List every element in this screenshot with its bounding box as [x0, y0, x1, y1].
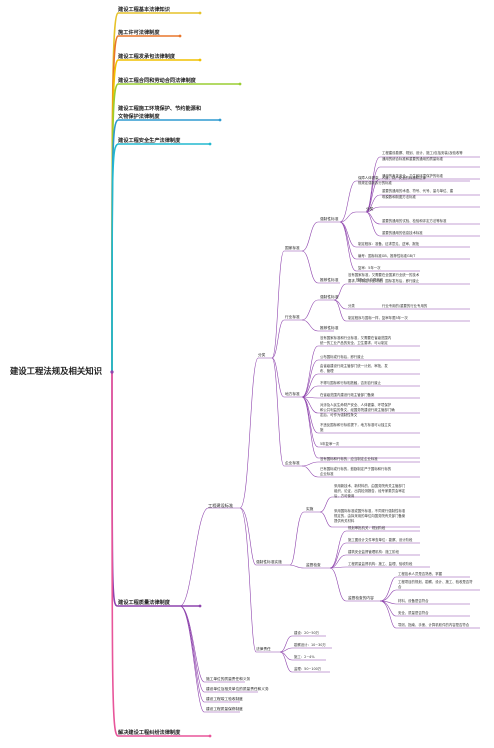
leaf-l12: 5年复审一次 — [320, 442, 340, 446]
leaf-e1: 已有国标或行标的，鼓励制定严于国标和行标的 — [320, 467, 392, 471]
leaf-c1: 工程项目的规划、勘察、设计、施工、验收是否符 — [398, 580, 473, 584]
node-acceptance[interactable]: 建设工程竣工验收制度 — [206, 697, 243, 701]
node-mandatory-industry[interactable]: 强制性标准 — [320, 295, 339, 299]
trunk-safety — [111, 143, 210, 373]
leaf-m2: 工程建设勘察、规划、设计、施工(包括安装)及验收等 — [382, 151, 463, 155]
node-recommend[interactable]: 推荐性标准 — [320, 278, 339, 282]
leaf-e0: 没有国标和行标的，应当制定企业标准 — [320, 457, 378, 461]
node-recommend-industry[interactable]: 推荐性标准 — [320, 326, 339, 330]
leaf-i5: 提供有关材料 — [334, 519, 355, 523]
leaf-s0: 规划审批机关：规划阶段 — [348, 526, 386, 530]
leaf-s2: 建筑安全监督管理机构：施工阶段 — [348, 550, 399, 554]
branch-environment[interactable]: 建设工程施工环境保护、节约能源和 — [118, 106, 202, 112]
node-mandatory[interactable]: 强制性标准 — [320, 217, 339, 221]
leaf-recommend-note: 鼓励企业自愿采用 — [356, 278, 384, 282]
trunk-dispute — [111, 371, 210, 737]
branch-environment-line2: 文物保护法律制度 — [118, 114, 160, 120]
leaf-c0: 工程技术人员是否熟悉、掌握 — [398, 572, 443, 576]
leaf-l1: 统一的工业产品的安全、卫生要求，可以制定 — [320, 341, 388, 345]
leaf-l8: 和公共利益的条文，经国务院建设行政主管部门确 — [320, 408, 395, 412]
leaf-l3: 由省级建设行政主管部门统一计划、审批、发 — [320, 364, 388, 368]
leaf-m0: 保障人体健康、人身、财产安全的标准和法律 — [358, 176, 426, 180]
node-industry[interactable]: 行业标准 — [285, 315, 300, 319]
leaf-c4: 安全、质量是否符合 — [398, 611, 429, 615]
leaf-l10: 不违反国标和行标前提下，地方标准可以独立实 — [320, 423, 392, 427]
node-owner-duty[interactable]: 建设单位及相关单位的质量责任和义务 — [206, 687, 269, 691]
leaf-l0: 没有国家标准和行业标准，又需要在省级范围内 — [320, 336, 392, 340]
leaf-l4: 布、管理 — [320, 369, 334, 373]
node-standards[interactable]: 工程建设标准 — [208, 503, 234, 508]
leaf-m4: 通用的有关安全、卫生和环境保护的标准 — [382, 174, 444, 178]
leaf-ind-class: 分类 — [348, 304, 355, 308]
leaf-s3: 工程质量监督机构：施工、监理、验收阶段 — [348, 562, 413, 566]
leaf-i1: 组织、论证，出具检测报告，经专家委员会审定 — [334, 489, 406, 493]
branch-construction-permit[interactable]: 施工许可法律制度 — [118, 30, 160, 36]
node-enterprise[interactable]: 企业标准 — [285, 461, 300, 465]
trunk-labor — [111, 83, 240, 373]
node-sup-content[interactable]: 监督检查的内容 — [348, 596, 374, 600]
leaf-ind-note1: 没有国家标准，又需要在全国某行业统一的技术 — [348, 273, 420, 277]
leaf-ind-review: 制定程序与国标一样，复审年限5年一次 — [348, 316, 408, 320]
leaf-p2: 施工：2~4% — [294, 655, 315, 659]
leaf-p3: 监理：50~100万 — [294, 667, 322, 671]
leaf-p0: 建设：20~50万 — [294, 631, 320, 635]
leaf-i0: 采用新技术、新材料的，由国务院有关主管部门 — [334, 484, 406, 488]
leaf-ind-note2: 要求，可制定行业标准；国标发布后，即行废止 — [348, 279, 420, 283]
branch-quality[interactable]: 建设工程质量法律制度 — [118, 600, 170, 606]
node-implement[interactable]: 强制性标准实施 — [256, 560, 282, 564]
branch-safety[interactable]: 建设工程安全生产法律制度 — [118, 138, 181, 144]
leaf-m8: 重要的通用的信息技术标准 — [382, 231, 423, 235]
leaf-m11: 复审：5年一次 — [358, 266, 381, 270]
trunk-basic — [111, 12, 200, 373]
leaf-m7: 重要的通用的试验、检验和评定方法等标准 — [382, 219, 447, 223]
leaf-i2: 后，方可使用 — [334, 494, 355, 498]
branch-basic-law[interactable]: 建设工程基本法律知识 — [118, 7, 170, 13]
leaf-i4: 规定的，由拟采用的单位向国务院有关部门备案 — [334, 514, 406, 518]
leaf-c5: 导则、指南、手册、计算机软件的内容是否符合 — [398, 623, 470, 627]
node-supervise[interactable]: 监督检查 — [306, 563, 321, 567]
node-local[interactable]: 地方标准 — [285, 392, 300, 396]
node-mandatory-class[interactable]: 分类 — [366, 207, 374, 211]
leaf-c3: 材料、设备是否符合 — [398, 599, 429, 603]
leaf-s1: 施工图设计文件审查单位：勘察、设计阶段 — [348, 538, 413, 542]
branch-contract-labor[interactable]: 建设工程合同和劳动合同法律制度 — [118, 78, 196, 84]
branch-contracting[interactable]: 建设工程发承包法律制度 — [118, 54, 176, 60]
node-warranty[interactable]: 建设工程质量保修制度 — [206, 707, 243, 711]
node-penalty[interactable]: 法律责任 — [256, 647, 271, 651]
node-national[interactable]: 国家标准 — [285, 246, 300, 250]
leaf-l2: 公布国标或行标后，即行废止 — [320, 355, 365, 359]
leaf-m10: 编号：国标标准GB，推荐性标准GB/T — [358, 254, 416, 258]
leaf-ind-class-note: 行业专用的/重要的行业专用的 — [382, 304, 428, 308]
leaf-l6: 在省级范围内建设行政主管部门备案 — [320, 393, 375, 397]
node-classify[interactable]: 分类 — [258, 353, 266, 357]
leaf-m9: 制定程序：准备、征求意见、送审、报批 — [358, 242, 420, 246]
leaf-m5: 重要的通用的术语、符号、代号、量与单位、建 — [382, 189, 454, 193]
node-impl[interactable]: 实施 — [306, 507, 314, 511]
leaf-m1: 规规定强制执行的标准 — [358, 181, 392, 185]
trunk-env — [111, 119, 220, 373]
root-topic[interactable]: 建设工程法规及相关知识 — [9, 366, 103, 376]
leaf-l7: 对涉及人民生命财产安全、人体健康、环境保护 — [320, 403, 392, 407]
trunk-permit — [111, 35, 180, 373]
node-constructor-duty[interactable]: 施工单位的质量责任和义务 — [206, 677, 251, 681]
leaf-m3: 通用的综合标准和重要的通用的质量标准 — [382, 157, 444, 161]
leaf-l11: 施 — [320, 428, 324, 432]
leaf-m6: 筑模数和制图方法标准 — [382, 195, 416, 199]
leaf-l5: 不得与国标和行标相抵触，否则自行废止 — [320, 381, 382, 385]
leaf-l9: 定后，可作为强制性条文 — [320, 413, 358, 417]
leaf-p1: 勘察设计：10~30万 — [294, 643, 326, 647]
leaf-c2: 合 — [398, 585, 402, 589]
trunk-quality — [111, 371, 200, 607]
branch-dispute[interactable]: 解决建设工程纠纷法律制度 — [118, 730, 181, 736]
leaf-e2: 企业标准 — [320, 472, 334, 476]
leaf-i3: 采用国际标准或国外标准，不同现行强制性标准 — [334, 509, 406, 513]
